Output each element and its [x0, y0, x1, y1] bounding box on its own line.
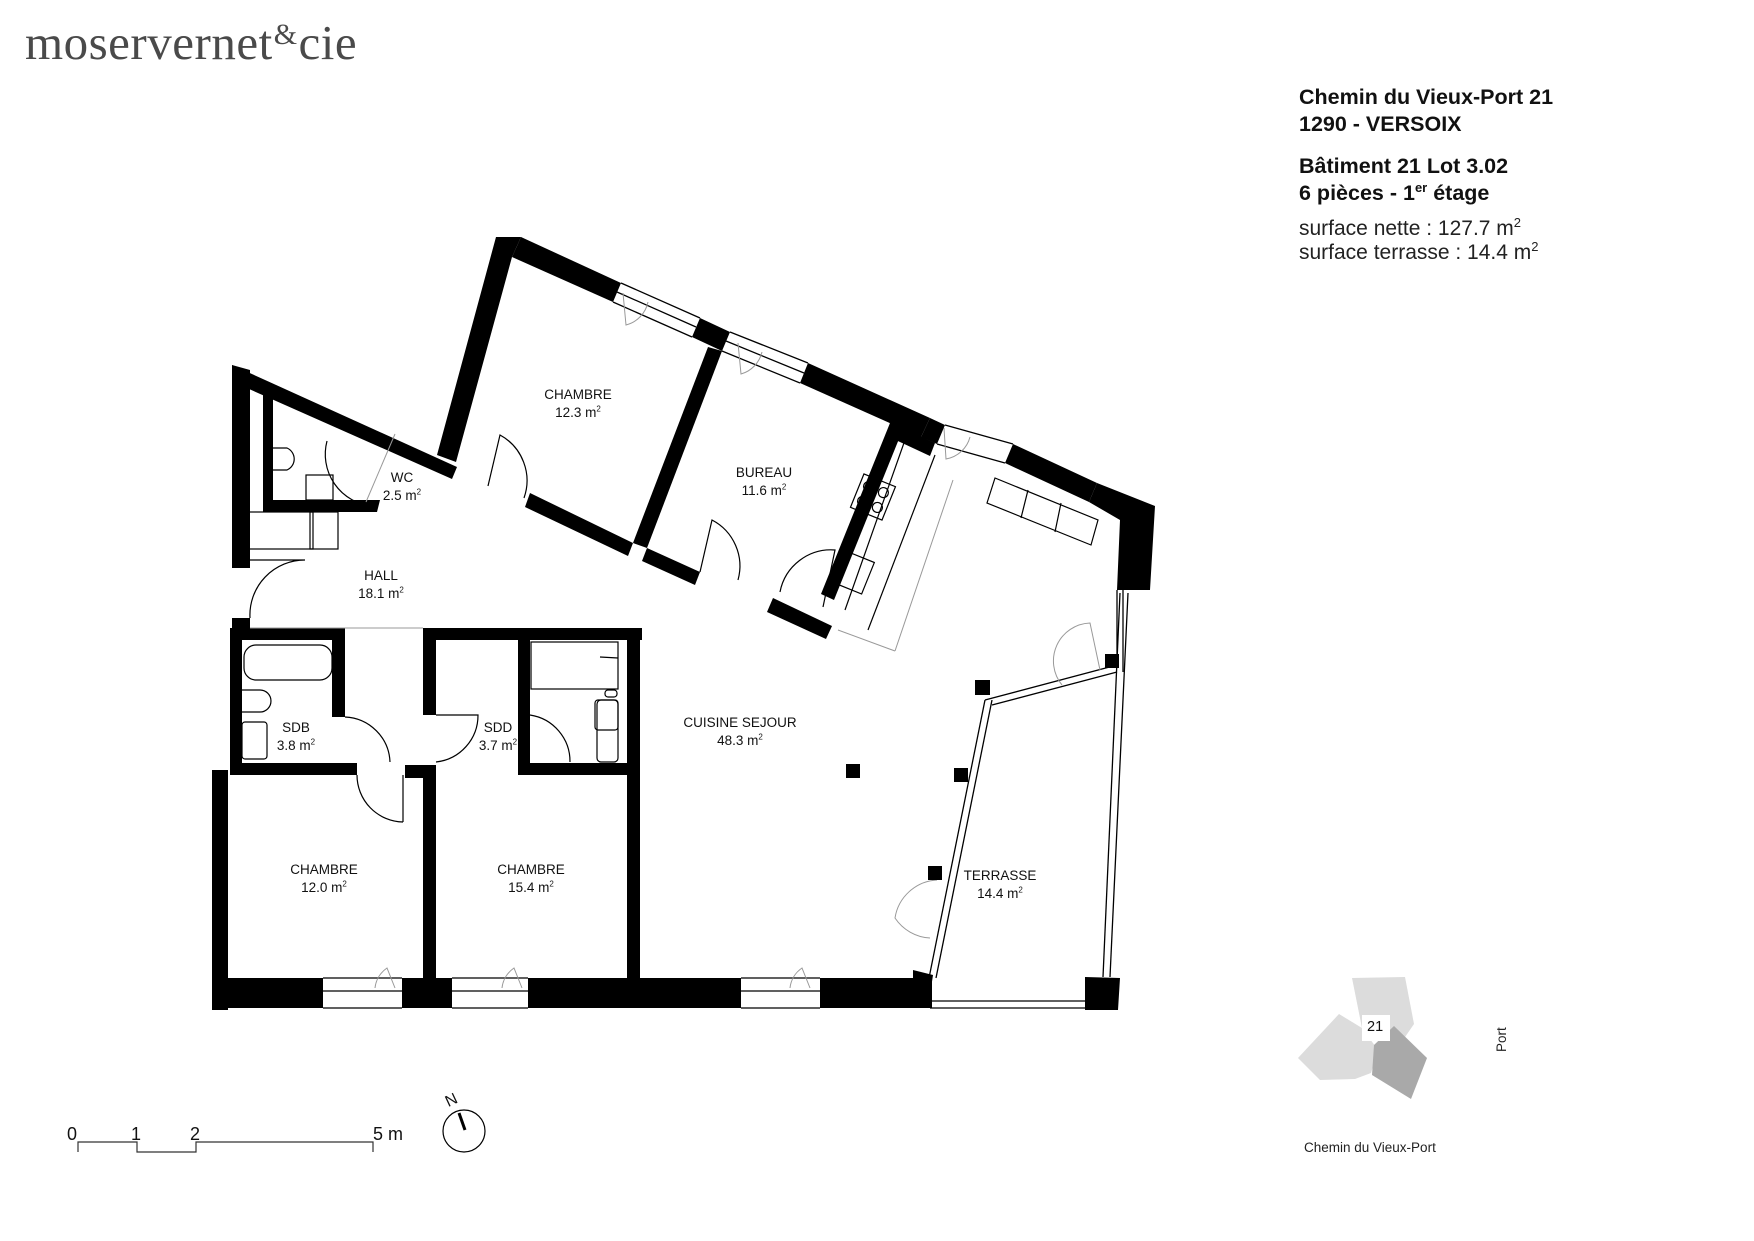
openings	[323, 282, 1129, 1009]
property-info: Chemin du Vieux-Port 21 1290 - VERSOIX B…	[1299, 84, 1553, 265]
address-street: Chemin du Vieux-Port 21	[1299, 85, 1554, 109]
surface-terrasse: surface terrasse : 14.4 m2	[1299, 239, 1539, 264]
key-map-street-label: Chemin du Vieux-Port	[1304, 1140, 1436, 1155]
window-swings	[250, 292, 1101, 989]
building-lot: Bâtiment 21 Lot 3.02	[1299, 154, 1509, 178]
scale-tick-0: 0	[67, 1124, 78, 1144]
key-map-building-number: 21	[1367, 1019, 1384, 1035]
key-map	[1298, 977, 1427, 1099]
surface-nette: surface nette : 127.7 m2	[1299, 215, 1522, 240]
scale-tick-5m: 5 m	[373, 1124, 404, 1144]
door-swings	[249, 434, 836, 823]
walls	[212, 237, 1155, 1010]
scale-bar	[77, 1141, 374, 1153]
north-arrow	[442, 1109, 486, 1153]
rooms-floor: 6 pièces - 1er étage	[1299, 179, 1490, 205]
key-map-port-label: Port	[1494, 1027, 1509, 1052]
fixtures	[241, 439, 1099, 763]
scale-tick-1: 1	[131, 1124, 142, 1144]
company-logo: moservernet&cie	[25, 15, 358, 70]
pillars	[846, 654, 1119, 880]
address-city: 1290 - VERSOIX	[1299, 112, 1462, 136]
scale-tick-2: 2	[190, 1124, 201, 1144]
